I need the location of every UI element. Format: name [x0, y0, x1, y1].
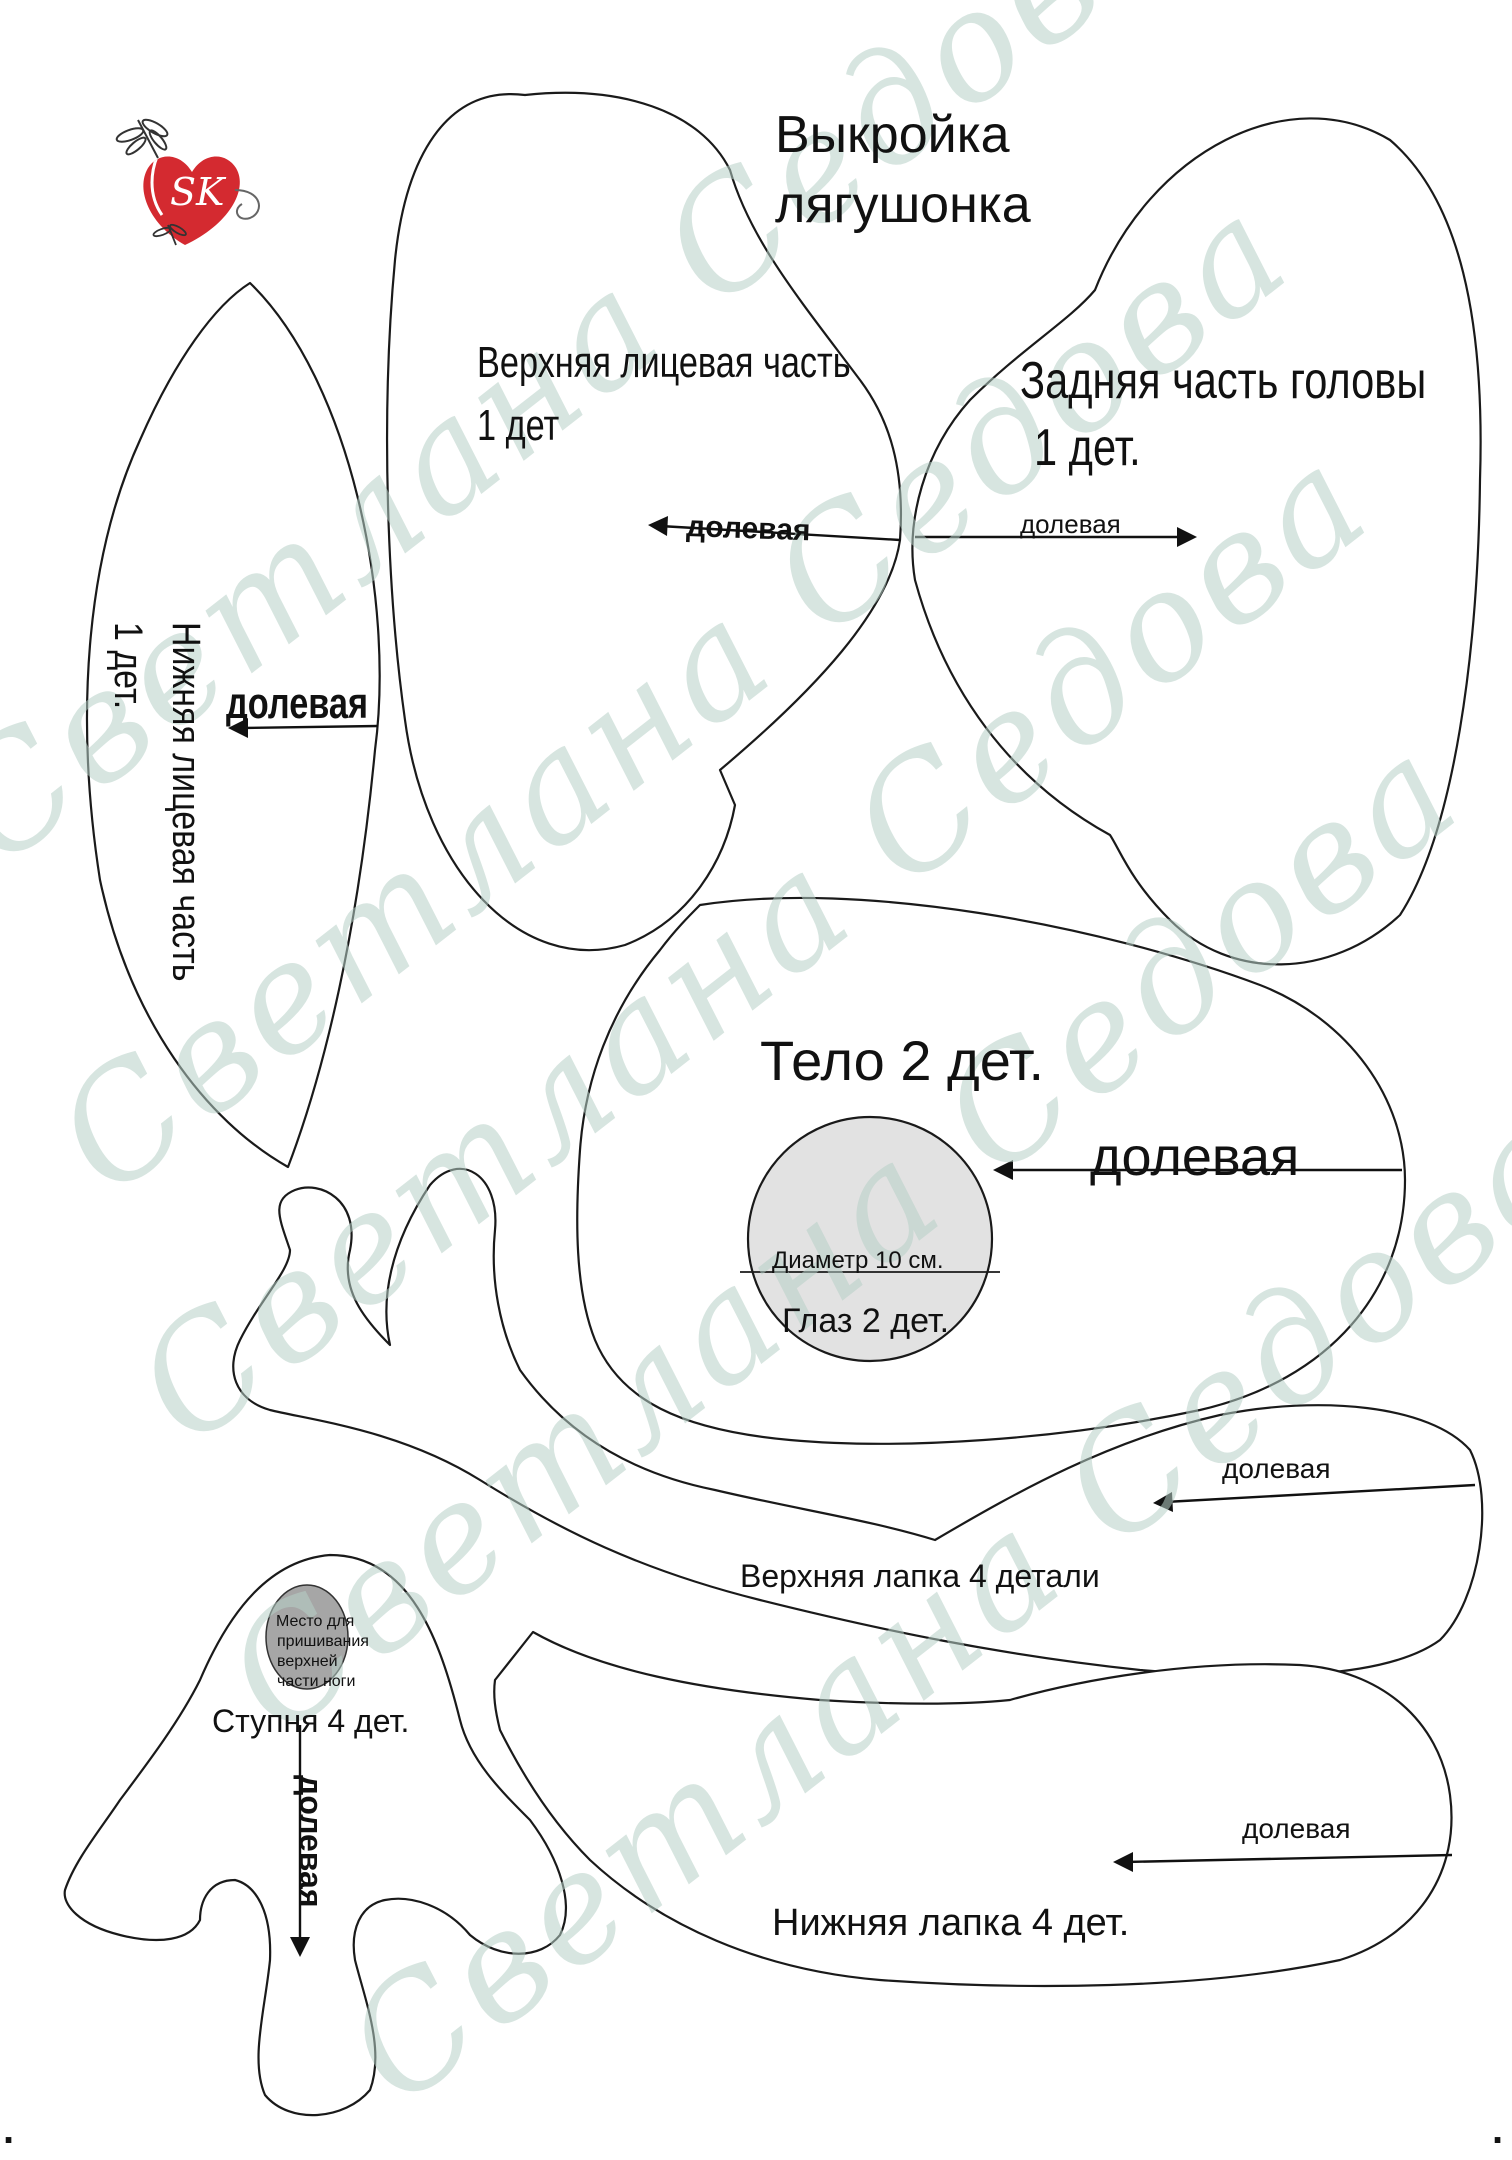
body-grain-arrowhead [993, 1160, 1013, 1180]
lower-paw-label: Нижняя лапка 4 дет. [772, 1902, 1129, 1944]
upper-paw-grain-line [1164, 1483, 1476, 1504]
logo-monogram: SK [170, 170, 227, 214]
upper-face-label-line2: 1 дет [477, 401, 559, 450]
pattern-title-line2: лягушонка [775, 176, 1031, 234]
foot-label: Ступня 4 дет. [212, 1703, 409, 1739]
upper-paw-label: Верхняя лапка 4 детали [740, 1558, 1100, 1594]
upper-paw-grain-label: долевая [1222, 1453, 1331, 1484]
upper-paw-piece-outline [232, 1167, 1484, 1677]
back-head-piece-outline [911, 117, 1482, 966]
upper-face-grain-label: долевая [686, 510, 811, 547]
lower-face-label-line1: Нижняя лицевая часть [164, 622, 209, 981]
eye-diameter-label: Диаметр 10 см. [772, 1247, 944, 1274]
upper-face-piece-outline [385, 91, 903, 952]
lower-paw-piece-outline [493, 1630, 1453, 1988]
corner-mark-left: . [3, 2108, 14, 2152]
upper-face-grain-arrowhead [648, 516, 668, 536]
body-grain-label: долевая [1090, 1127, 1299, 1187]
foot-attach-label-line2: пришивания [277, 1633, 369, 1650]
foot-attach-label-line4: части ноги [277, 1673, 355, 1690]
dragonfly-icon [115, 118, 169, 159]
back-head-label-line1: Задняя часть головы [1020, 351, 1426, 410]
upper-face-grain-line [659, 524, 901, 542]
pattern-title-line1: Выкройка [775, 106, 1010, 164]
foot-attach-label-line3: верхней [277, 1653, 338, 1670]
foot-attach-oval [265, 1584, 349, 1690]
corner-mark-right: . [1492, 2108, 1503, 2152]
foot-attach-label-line1: Место для [276, 1613, 354, 1630]
heart-dragonfly-logo: SK [115, 118, 260, 246]
body-label: Тело 2 дет. [760, 1029, 1044, 1092]
back-head-grain-arrowhead [1177, 527, 1197, 547]
logo-heart-icon [143, 156, 240, 245]
lower-paw-grain-line [1124, 1853, 1453, 1864]
lower-face-piece-outline [85, 281, 381, 1169]
logo-curl-icon [234, 189, 260, 220]
back-head-grain-label: долевая [1020, 509, 1121, 539]
eye-label: Глаз 2 дет. [782, 1302, 949, 1340]
lower-face-grain-line [239, 724, 379, 730]
eye-piece-circle [746, 1115, 994, 1363]
lower-face-grain-label: долевая [226, 679, 368, 728]
lower-paw-grain-arrowhead [1113, 1852, 1133, 1872]
foot-grain-arrowhead [290, 1937, 310, 1957]
dragonfly-small-icon [152, 223, 187, 246]
upper-face-label-line1: Верхняя лицевая часть [477, 338, 851, 387]
lower-face-label-line2: 1 дет. [106, 622, 151, 709]
lower-paw-grain-label: долевая [1242, 1813, 1351, 1844]
upper-paw-grain-arrowhead [1153, 1492, 1173, 1512]
logo-swirl-icon [150, 156, 164, 216]
foot-grain-label: долевая [293, 1775, 329, 1907]
foot-piece-outline [63, 1553, 567, 2117]
lower-face-grain-arrowhead [228, 718, 248, 738]
back-head-label-line2: 1 дет. [1034, 418, 1141, 477]
